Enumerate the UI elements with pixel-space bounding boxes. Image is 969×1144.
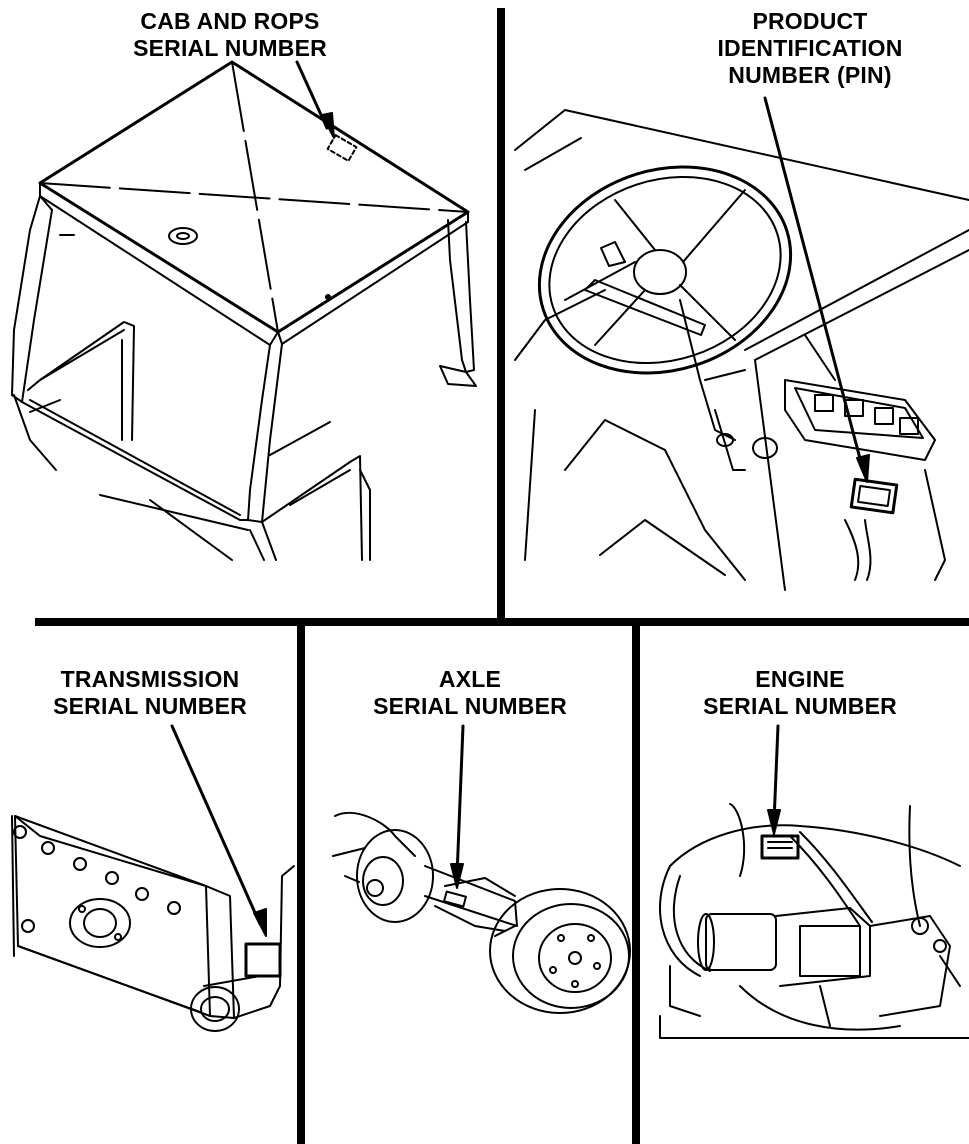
engine-serial-number-label: ENGINE SERIAL NUMBER — [640, 666, 960, 720]
cab-rops-label-line-1: CAB AND ROPS — [140, 8, 320, 34]
dashboard-illustration — [505, 0, 969, 618]
cab-rops-label-line-2: SERIAL NUMBER — [133, 35, 327, 61]
axle-serial-number-label: AXLE SERIAL NUMBER — [325, 666, 615, 720]
engine-label-line-1: ENGINE — [755, 666, 845, 692]
engine-label-line-2: SERIAL NUMBER — [703, 693, 897, 719]
axle-panel: AXLE SERIAL NUMBER — [305, 626, 632, 1144]
vertical-divider-top — [497, 8, 505, 625]
engine-panel: ENGINE SERIAL NUMBER — [640, 626, 969, 1144]
vertical-divider-bottom-left — [297, 626, 305, 1144]
horizontal-divider — [35, 618, 969, 626]
transmission-serial-number-label: TRANSMISSION SERIAL NUMBER — [5, 666, 295, 720]
pin-label-line-1: PRODUCT — [752, 8, 868, 34]
transmission-panel: TRANSMISSION SERIAL NUMBER — [0, 626, 297, 1144]
pin-label-line-3: NUMBER (PIN) — [728, 62, 892, 88]
pin-panel: PRODUCT IDENTIFICATION NUMBER (PIN) — [505, 0, 969, 618]
cab-rops-serial-number-label: CAB AND ROPS SERIAL NUMBER — [80, 8, 380, 62]
engine-illustration — [640, 626, 969, 1144]
cab-rops-illustration — [0, 0, 497, 618]
pin-label: PRODUCT IDENTIFICATION NUMBER (PIN) — [695, 8, 925, 89]
cab-rops-panel: CAB AND ROPS SERIAL NUMBER — [0, 0, 497, 618]
transmission-illustration — [0, 626, 297, 1144]
vertical-divider-bottom-right — [632, 626, 640, 1144]
axle-label-line-2: SERIAL NUMBER — [373, 693, 567, 719]
axle-label-line-1: AXLE — [438, 666, 502, 692]
transmission-label-line-1: TRANSMISSION — [60, 666, 240, 692]
axle-illustration — [305, 626, 632, 1144]
pin-label-line-2: IDENTIFICATION — [717, 35, 903, 61]
transmission-label-line-2: SERIAL NUMBER — [53, 693, 247, 719]
